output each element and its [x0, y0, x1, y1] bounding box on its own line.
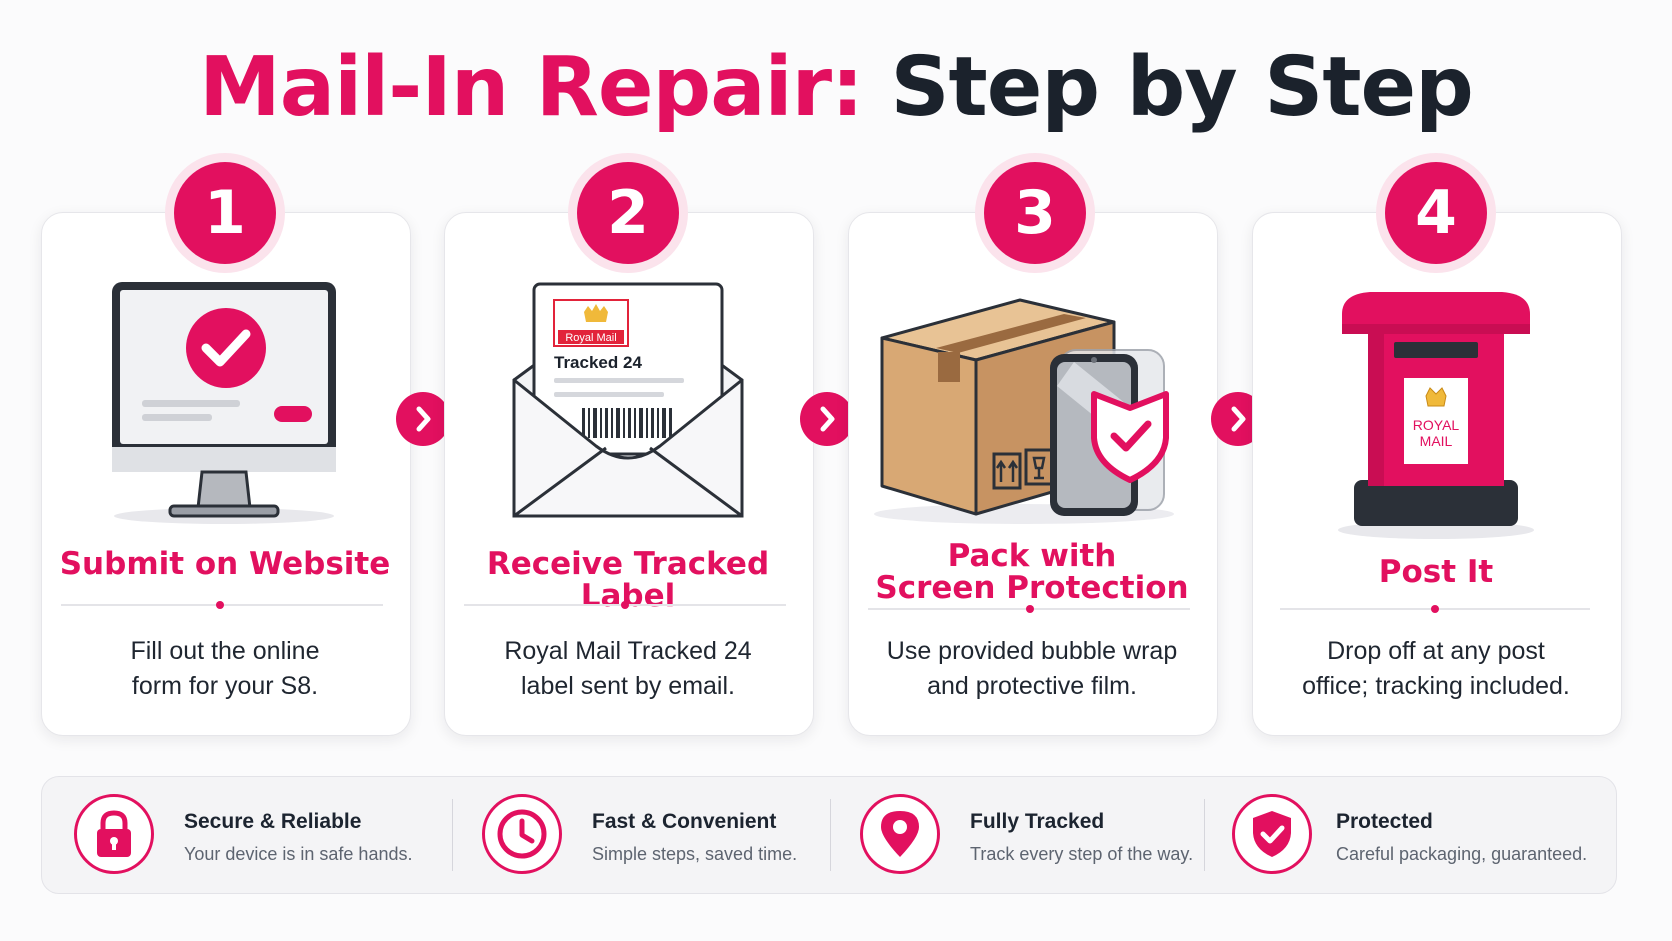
feature-subtitle-fast: Simple steps, saved time. — [592, 844, 798, 864]
page-title: Mail-In Repair: Step by Step — [0, 38, 1672, 138]
title-part-1: Mail-In Repair: — [199, 40, 864, 135]
step-title-3: Pack with Screen Protection — [848, 540, 1216, 604]
lock-icon — [74, 794, 154, 874]
step-desc-2: Royal Mail Tracked 24 label sent by emai… — [444, 634, 812, 704]
envelope-label-icon: Royal Mail Tracked 24 — [512, 282, 744, 518]
feature-separator-3 — [1204, 799, 1205, 871]
chevron-right-icon — [820, 406, 835, 432]
step-desc-3: Use provided bubble wrap and protective … — [848, 634, 1216, 704]
step-desc-4-line-2: office; tracking included. — [1302, 672, 1570, 700]
monitor-check-icon — [112, 282, 336, 524]
label-brand-text: Royal Mail — [565, 332, 616, 344]
step-title-2: Receive Tracked Label — [486, 546, 770, 614]
chevron-right-icon — [1231, 406, 1246, 432]
step-desc-1-line-1: Fill out the online — [130, 637, 320, 665]
step-title-1: Submit on Website — [59, 546, 391, 582]
feature-title-tracked: Fully Tracked — [970, 810, 1105, 833]
step-title-3-line-2: Screen Protection — [875, 570, 1189, 606]
step-number-badge-2: 2 — [577, 162, 679, 264]
step-desc-4: Drop off at any post office; tracking in… — [1252, 634, 1620, 704]
feature-title-fast: Fast & Convenient — [592, 810, 777, 833]
step-number-badge-3: 3 — [984, 162, 1086, 264]
clock-icon — [482, 794, 562, 874]
feature-separator-2 — [830, 799, 831, 871]
feature-subtitle-tracked: Track every step of the way. — [970, 844, 1194, 864]
next-arrow-1 — [396, 392, 450, 446]
step-desc-3-line-1: Use provided bubble wrap — [886, 637, 1178, 665]
step-number-badge-4: 4 — [1385, 162, 1487, 264]
step-divider-dot-2 — [621, 601, 629, 609]
step-number-badge-1: 1 — [174, 162, 276, 264]
features-strip: Secure & Reliable Your device is in safe… — [41, 776, 1617, 894]
postbox-icon: ROYAL MAIL — [1338, 292, 1534, 539]
shield-check-icon — [1232, 794, 1312, 874]
feature-subtitle-secure: Your device is in safe hands. — [184, 844, 413, 864]
step-desc-4-line-1: Drop off at any post — [1327, 637, 1545, 665]
step-desc-2-line-2: label sent by email. — [520, 672, 735, 700]
step-divider-dot-4 — [1431, 605, 1439, 613]
step-desc-1-line-2: form for your S8. — [131, 672, 319, 700]
label-tracked-text: Tracked 24 — [554, 353, 642, 372]
step-divider-dot-3 — [1026, 605, 1034, 613]
chevron-right-icon — [416, 406, 431, 432]
next-arrow-2 — [800, 392, 854, 446]
step-title-4: Post It — [1378, 554, 1494, 590]
postbox-label-line-2: MAIL — [1420, 433, 1453, 449]
title-part-2: Step by Step — [890, 40, 1473, 135]
feature-title-secure: Secure & Reliable — [184, 810, 362, 833]
feature-subtitle-protected: Careful packaging, guaranteed. — [1336, 844, 1588, 864]
step-divider-dot-1 — [216, 601, 224, 609]
step-desc-3-line-2: and protective film. — [927, 672, 1137, 700]
postbox-label-line-1: ROYAL — [1413, 417, 1460, 433]
feature-title-protected: Protected — [1336, 810, 1433, 833]
step-desc-1: Fill out the online form for your S8. — [41, 634, 409, 704]
box-phone-shield-icon — [874, 298, 1174, 524]
feature-separator-1 — [452, 799, 453, 871]
step-desc-2-line-1: Royal Mail Tracked 24 — [504, 637, 752, 665]
location-pin-icon — [860, 794, 940, 874]
step-title-3-line-1: Pack with — [947, 538, 1117, 574]
